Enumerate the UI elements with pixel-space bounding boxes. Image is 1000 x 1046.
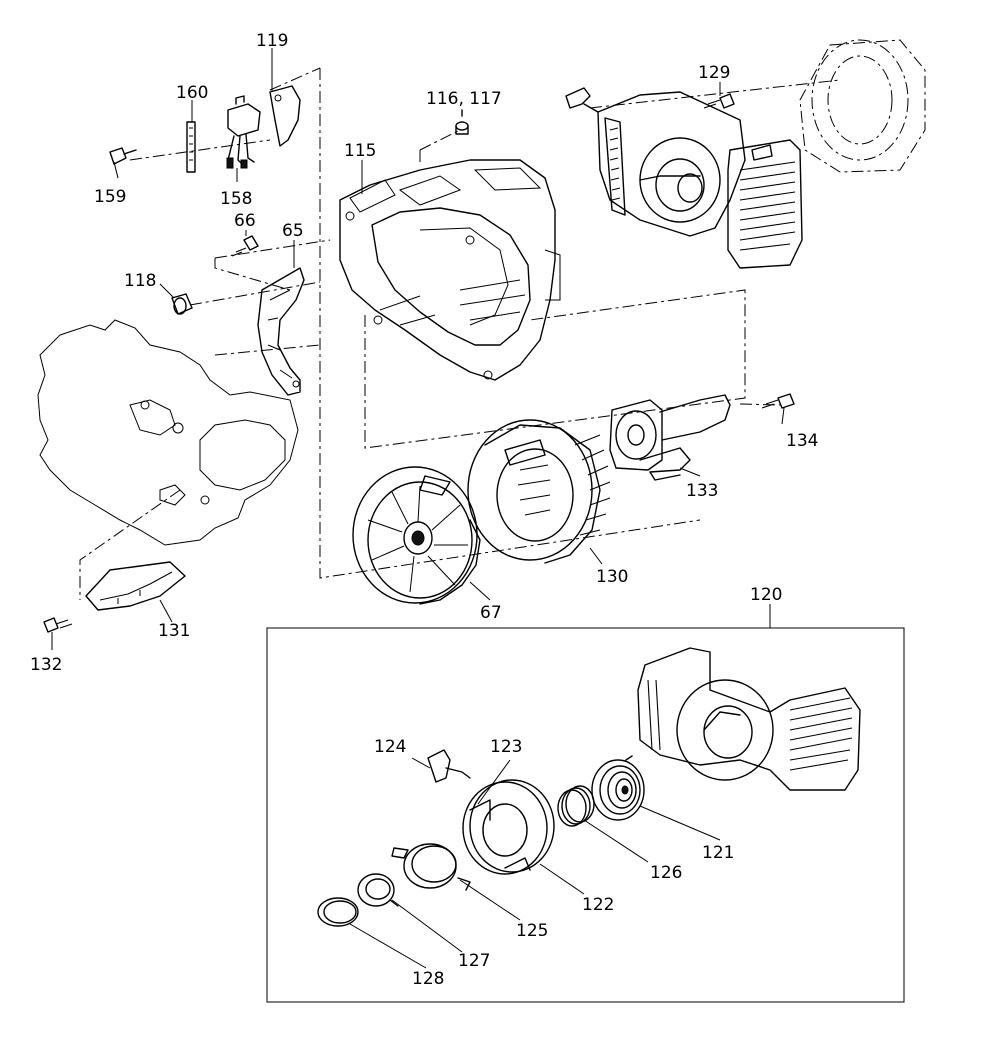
part-115-blower-housing	[339, 159, 561, 381]
part-159-screw	[109, 147, 137, 165]
part-121-spring	[591, 755, 645, 821]
ghost-wheel	[799, 39, 926, 173]
callout-158: 158	[220, 189, 252, 209]
assembly-120-box	[266, 627, 905, 1003]
callout-123: 123	[490, 737, 522, 757]
engine-outline	[37, 319, 299, 546]
part-160-strip	[186, 121, 196, 173]
callout-133: 133	[686, 481, 718, 501]
callout-120: 120	[750, 585, 782, 605]
part-127-ratchet	[357, 873, 399, 907]
callout-127: 127	[458, 951, 490, 971]
callout-134: 134	[786, 431, 818, 451]
part-158-module	[226, 95, 261, 169]
callout-121: 121	[702, 843, 734, 863]
part-118-bushing	[171, 293, 193, 315]
callout-130: 130	[596, 567, 628, 587]
part-125-ring	[391, 843, 471, 891]
assembly-lines	[79, 67, 841, 600]
part-65-baffle	[257, 267, 305, 396]
part-132-screw	[43, 617, 73, 633]
part-120-housing	[637, 647, 861, 791]
leader-lines	[51, 48, 785, 969]
callout-124: 124	[374, 737, 406, 757]
part-134-screw	[761, 393, 795, 409]
part-123-pulley	[462, 779, 555, 875]
callout-159: 159	[94, 187, 126, 207]
part-133-cup	[609, 394, 731, 481]
callout-132: 132	[30, 655, 62, 675]
callout-128: 128	[412, 969, 444, 989]
callout-122: 122	[582, 895, 614, 915]
callout-125: 125	[516, 921, 548, 941]
callout-67: 67	[480, 603, 502, 623]
callout-160: 160	[176, 83, 208, 103]
callout-65: 65	[282, 221, 304, 241]
part-131-cover	[85, 561, 186, 611]
callout-115: 115	[344, 141, 376, 161]
part-119-clip	[269, 85, 301, 147]
callout-119: 119	[256, 31, 288, 51]
callout-116-117: 116, 117	[426, 89, 502, 109]
part-126-small-spring	[557, 785, 595, 827]
part-130-fan	[467, 419, 611, 564]
callout-131: 131	[158, 621, 190, 641]
part-67-flywheel	[352, 466, 481, 605]
callout-66: 66	[234, 211, 256, 231]
callout-labels: 119 160 116, 117 129 115 159 158 66 65 1…	[30, 31, 818, 989]
part-129-screw	[703, 93, 735, 109]
part-124-handle	[427, 749, 471, 783]
part-128-clip	[317, 897, 359, 927]
callout-126: 126	[650, 863, 682, 883]
part-66-screw	[231, 235, 259, 257]
callout-118: 118	[124, 271, 156, 291]
recoil-starter-top	[565, 87, 803, 269]
callout-129: 129	[698, 63, 730, 83]
